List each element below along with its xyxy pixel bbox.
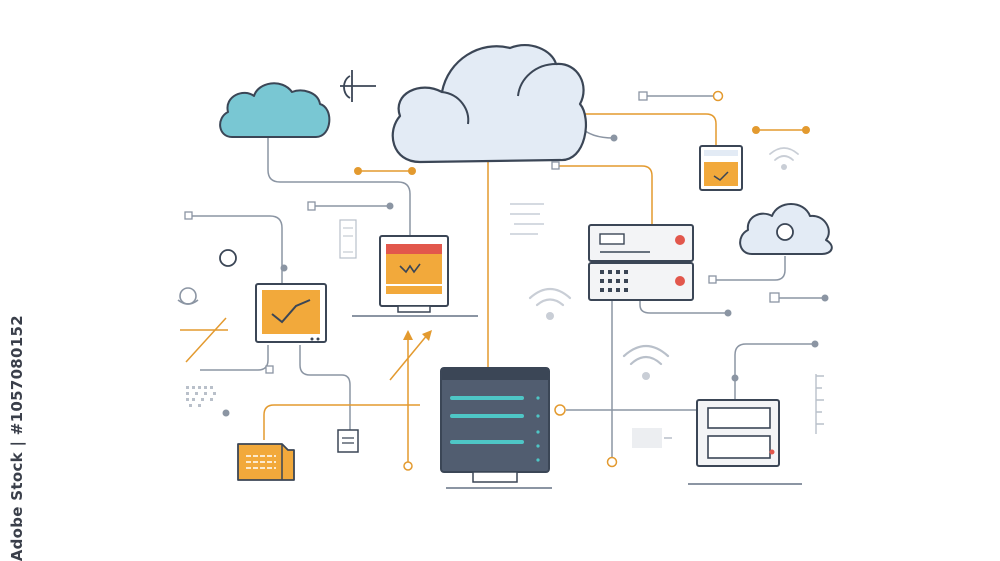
dot-gray [610, 134, 618, 142]
dotted-pattern [186, 386, 216, 407]
dot-orange-ring [712, 90, 724, 102]
faint-lines [510, 203, 672, 448]
main-cloud-icon [391, 44, 587, 164]
dot-gray [731, 374, 739, 382]
dot-orange-ring [403, 461, 413, 471]
dot-orange [752, 126, 760, 134]
dot-gray [781, 164, 787, 170]
bot-face-icon [177, 287, 199, 305]
square-node [769, 292, 780, 303]
square-node [184, 211, 193, 220]
dot-gray [546, 312, 554, 320]
line-left-branch [190, 215, 283, 285]
line-storage-top [734, 343, 815, 400]
line-top-right-orange [580, 113, 717, 146]
line-teal-cloud [267, 135, 411, 236]
dot-gray [642, 372, 650, 380]
small-rack-icon [339, 219, 357, 259]
line-monitor-down [299, 345, 351, 430]
orange-connectors [180, 113, 806, 466]
square-node [265, 365, 274, 374]
line-arrow-diag [389, 333, 429, 381]
square-node [551, 161, 560, 170]
dot-gray [386, 202, 394, 210]
line-monitor-left [200, 345, 269, 371]
satellite-icon [340, 70, 376, 102]
square-endpoints [184, 91, 780, 374]
hollow-ring [219, 249, 237, 267]
dot-gray [811, 340, 819, 348]
small-chart-device-icon [699, 145, 743, 191]
dot-orange-ring [606, 456, 618, 468]
dot-orange-ring [554, 404, 566, 416]
small-cloud-icon [739, 203, 833, 255]
dot-orange [802, 126, 810, 134]
wifi-icon [622, 344, 670, 366]
dot-gray [280, 264, 288, 272]
line-rack-top [556, 165, 653, 224]
monitor-wave-icon [379, 235, 449, 313]
folder-icon [237, 443, 295, 481]
wifi-icon [769, 147, 799, 161]
dot-gray [821, 294, 829, 302]
wifi-icon [528, 287, 572, 307]
arrowhead-diagonal [422, 330, 432, 341]
connector-dots [219, 90, 829, 471]
dot-orange [354, 167, 362, 175]
arrowheads [403, 330, 432, 341]
storage-drive-icon [696, 399, 780, 467]
tick-marks [815, 374, 824, 434]
rack-server-icon [588, 224, 694, 301]
arrowhead-vertical [403, 330, 413, 340]
dot-orange [408, 167, 416, 175]
monitor-chart-icon [255, 283, 327, 343]
line-small-cloud-down [712, 256, 786, 281]
line-left-slash [185, 317, 227, 363]
dot-gray [724, 309, 732, 317]
document-icon [337, 429, 359, 453]
square-node [307, 201, 316, 211]
line-rack-down [639, 300, 728, 314]
square-node [638, 91, 648, 101]
teal-cloud-icon [219, 82, 331, 138]
square-node [708, 275, 717, 284]
dot-gray [222, 409, 230, 417]
line-left-folder [263, 404, 420, 440]
central-server-icon [440, 367, 550, 483]
